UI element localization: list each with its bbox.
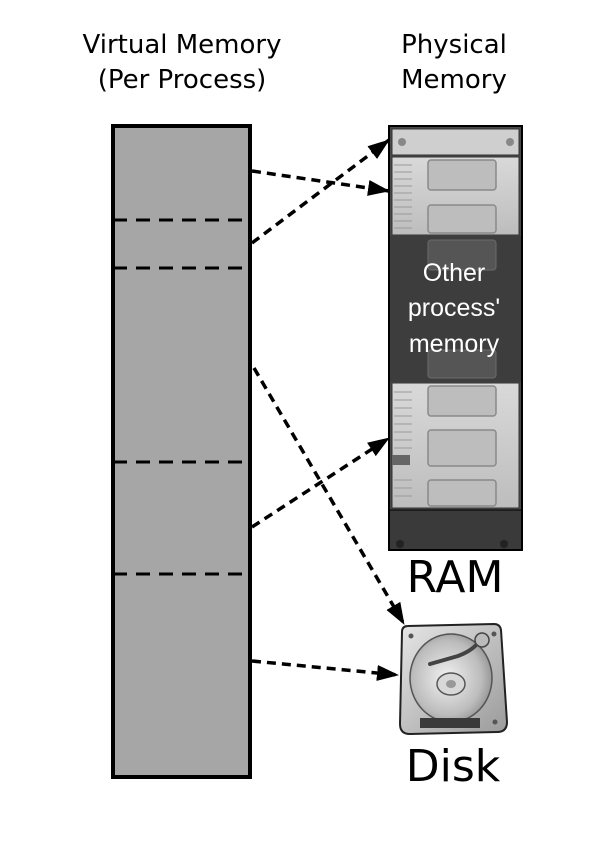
ram-module-icon	[388, 125, 523, 551]
physical-memory-title-line1: Physical	[401, 30, 507, 60]
ram-label: RAM	[407, 552, 504, 603]
mapping-arrow	[251, 436, 390, 529]
mapping-arrow	[250, 138, 391, 245]
mapping-arrow	[251, 659, 399, 681]
hard-disk-icon	[398, 622, 509, 736]
other-process-label-line2: process'	[408, 294, 500, 322]
physical-memory-title-line2: Memory	[401, 65, 507, 95]
virtual-memory-column	[111, 124, 252, 779]
other-process-label-line1: Other	[423, 259, 486, 287]
other-process-label-line3: memory	[409, 330, 500, 358]
mapping-arrow	[252, 367, 406, 625]
disk-label: Disk	[406, 741, 501, 792]
virtual-memory-title-line2: (Per Process)	[98, 65, 267, 95]
mapping-arrows	[250, 138, 406, 681]
virtual-memory-block	[111, 124, 252, 779]
virtual-memory-title-line1: Virtual Memory	[83, 30, 282, 60]
mapping-arrow	[251, 169, 390, 196]
